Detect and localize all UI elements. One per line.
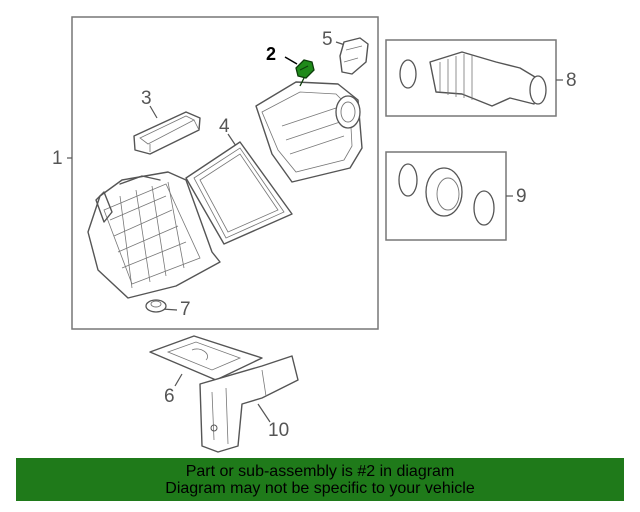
- callout-2[interactable]: 2: [266, 44, 277, 64]
- callout-6[interactable]: 6: [164, 386, 175, 407]
- callout-10[interactable]: 10: [268, 420, 290, 441]
- callout-9[interactable]: 9: [516, 186, 527, 207]
- banner-disclaimer-line: Diagram may not be specific to your vehi…: [165, 479, 475, 497]
- part-6-plate: [149, 335, 263, 381]
- part-7-grommet: [145, 299, 167, 313]
- callout-7[interactable]: 7: [180, 299, 191, 320]
- assembly-frame-8: [385, 39, 557, 117]
- part-upper-cover: [255, 81, 363, 183]
- part-1-lower-housing: [87, 171, 221, 299]
- part-5-bracket: [339, 37, 369, 75]
- callout-8[interactable]: 8: [566, 70, 577, 91]
- part-10-bracket: [199, 355, 299, 453]
- part-9-coupler: [398, 163, 495, 226]
- part-8-intake-tube: [399, 51, 547, 107]
- part-3-duct: [133, 111, 201, 155]
- callout-5[interactable]: 5: [322, 29, 333, 50]
- callout-4[interactable]: 4: [219, 116, 230, 137]
- vehicle-disclaimer-banner: Part or sub-assembly is #2 in diagram Di…: [16, 458, 624, 501]
- part-4-filter: [185, 141, 293, 245]
- part-2-bolt: [284, 56, 315, 87]
- assembly-frame-main: [71, 16, 379, 330]
- callout-1[interactable]: 1: [52, 148, 63, 169]
- callout-3[interactable]: 3: [141, 88, 152, 109]
- banner-part-line: Part or sub-assembly is #2 in diagram: [185, 462, 455, 480]
